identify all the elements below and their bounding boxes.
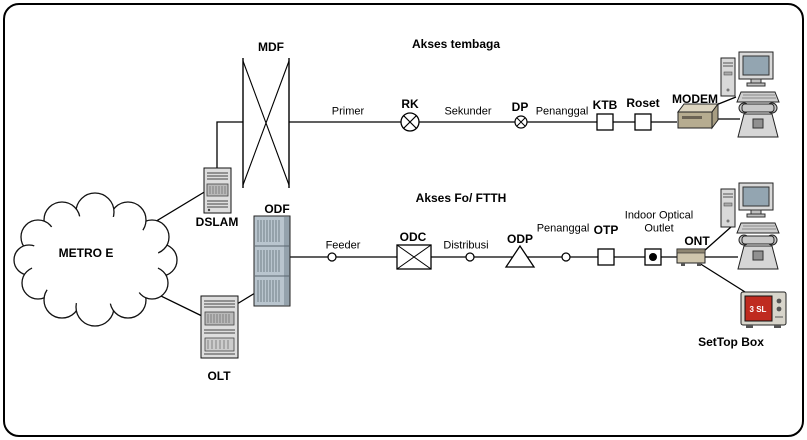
- settop-screen-text: 3 SL: [750, 305, 767, 314]
- diagram-frame: [3, 3, 804, 437]
- olt-label: OLT: [207, 369, 231, 383]
- ktb-label: KTB: [592, 98, 618, 112]
- dslam-label: DSLAM: [195, 215, 239, 229]
- roset-label: Roset: [626, 96, 660, 110]
- fiber-section-title: Akses Fo/ FTTH: [415, 191, 507, 205]
- modem-device: [677, 102, 719, 130]
- olt-device: [200, 295, 239, 359]
- feeder-label: Feeder: [325, 239, 361, 252]
- odp-label: ODP: [506, 232, 534, 246]
- metro-e-cloud: [13, 192, 178, 327]
- fiber-joint-1: [327, 252, 337, 262]
- settop-box-label: SetTop Box: [698, 335, 764, 349]
- dslam-device: [203, 167, 232, 214]
- roset-symbol: [634, 113, 652, 131]
- dp-label: DP: [511, 100, 529, 114]
- indoor-optical-outlet-label-line2: Outlet: [644, 222, 674, 235]
- dp-symbol: [514, 115, 528, 129]
- indoor-optical-outlet-symbol: [644, 248, 662, 266]
- phone-icon-fiber: [737, 234, 779, 270]
- ont-to-cpe-lines: [698, 226, 754, 298]
- sekunder-label: Sekunder: [444, 105, 492, 118]
- odf-label: ODF: [264, 202, 290, 216]
- phone-icon-copper: [737, 102, 779, 138]
- fiber-joint-2: [465, 252, 475, 262]
- ont-label: ONT: [684, 234, 710, 248]
- metro-e-label: METRO E: [58, 246, 114, 260]
- modem-label: MODEM: [672, 92, 718, 106]
- otp-symbol: [597, 248, 615, 266]
- primer-label: Primer: [331, 105, 365, 118]
- odc-label: ODC: [399, 230, 427, 244]
- copper-section-title: Akses tembaga: [411, 37, 501, 51]
- mdf-label: MDF: [258, 40, 284, 54]
- computer-icon-fiber: [720, 182, 780, 234]
- penanggal-copper-label: Penanggal: [535, 105, 589, 118]
- fiber-joint-3: [561, 252, 571, 262]
- penanggal-fiber-label: Penanggal: [536, 222, 590, 235]
- settop-box-device: 3 SL: [740, 291, 787, 328]
- dslam-to-mdf-line: [216, 121, 243, 168]
- odc-symbol: [396, 244, 432, 270]
- otp-label: OTP: [593, 223, 619, 237]
- odf-device: [253, 215, 291, 307]
- odp-symbol: [504, 244, 536, 268]
- ont-device: [676, 248, 706, 266]
- ktb-symbol: [596, 113, 614, 131]
- mdf-symbol: [242, 58, 290, 188]
- rk-symbol: [400, 112, 420, 132]
- computer-icon-copper: [720, 51, 780, 103]
- distribusi-label: Distribusi: [443, 239, 489, 252]
- rk-label: RK: [401, 97, 419, 111]
- olt-to-odf-line: [236, 292, 256, 305]
- indoor-optical-outlet-label-line1: Indoor Optical: [624, 209, 694, 222]
